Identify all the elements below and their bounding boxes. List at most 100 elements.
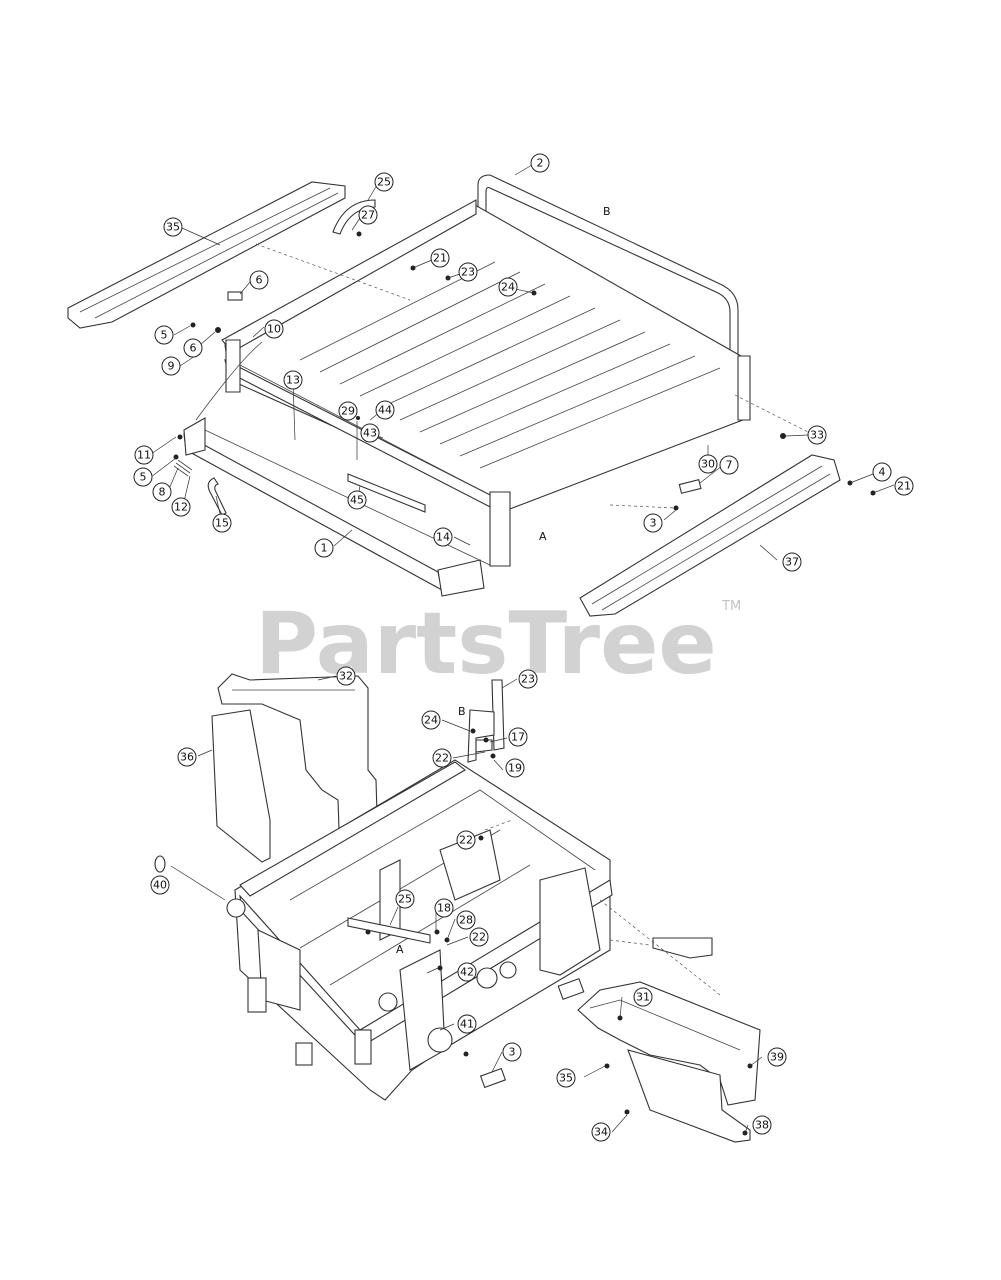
callout-29: 29	[338, 401, 358, 421]
cable	[195, 341, 263, 421]
callout-23: 23	[458, 262, 478, 282]
callout-25: 25	[395, 889, 415, 909]
reference-letter-a-frame: A	[396, 943, 404, 956]
callout-35: 35	[163, 217, 183, 237]
right-mud-flap	[627, 1049, 751, 1143]
chassis-frame	[226, 759, 713, 1101]
callout-38: 38	[752, 1115, 772, 1135]
latch-plate	[227, 291, 243, 301]
callout-6: 6	[249, 270, 269, 290]
cap	[154, 855, 166, 873]
callout-24: 24	[498, 277, 518, 297]
svg-text:5: 5	[140, 471, 147, 484]
callout-31: 31	[633, 987, 653, 1007]
svg-text:40: 40	[153, 879, 167, 892]
hardware-dots	[173, 231, 876, 511]
svg-text:38: 38	[755, 1119, 769, 1132]
callout-40: 40	[150, 875, 170, 895]
svg-text:23: 23	[461, 266, 475, 279]
callout-3: 3	[502, 1042, 522, 1062]
cylinder	[347, 917, 431, 944]
callout-45: 45	[347, 490, 367, 510]
svg-text:21: 21	[433, 252, 447, 265]
svg-text:42: 42	[460, 966, 474, 979]
callout-1: 1	[314, 538, 334, 558]
callout-25: 25	[374, 172, 394, 192]
svg-text:28: 28	[459, 914, 473, 927]
callout-14: 14	[433, 527, 453, 547]
svg-text:31: 31	[636, 991, 650, 1004]
callout-5: 5	[133, 467, 153, 487]
svg-text:23: 23	[521, 673, 535, 686]
spring	[173, 459, 193, 477]
svg-text:15: 15	[215, 517, 229, 530]
svg-text:33: 33	[810, 429, 824, 442]
callout-5: 5	[154, 325, 174, 345]
svg-text:22: 22	[472, 931, 486, 944]
callout-22: 22	[456, 830, 476, 850]
callout-33: 33	[807, 425, 827, 445]
svg-text:29: 29	[341, 405, 355, 418]
svg-text:13: 13	[286, 374, 300, 387]
callout-15: 15	[212, 513, 232, 533]
cross-brace	[347, 473, 426, 513]
svg-text:27: 27	[361, 209, 375, 222]
reference-letter-b: B	[603, 205, 611, 218]
svg-text:36: 36	[180, 751, 194, 764]
callout-23: 23	[518, 669, 538, 689]
callout-9: 9	[161, 356, 181, 376]
callout-36: 36	[177, 747, 197, 767]
right-side-trim	[579, 454, 841, 617]
svg-text:24: 24	[501, 281, 515, 294]
svg-text:24: 24	[424, 714, 438, 727]
svg-text:14: 14	[436, 531, 450, 544]
callout-6: 6	[183, 338, 203, 358]
callout-37: 37	[782, 552, 802, 572]
svg-text:6: 6	[256, 274, 263, 287]
watermark-trademark: TM	[721, 599, 741, 614]
svg-text:19: 19	[508, 762, 522, 775]
svg-text:22: 22	[435, 752, 449, 765]
svg-text:34: 34	[594, 1126, 608, 1139]
callout-2: 2	[530, 153, 550, 173]
callout-30: 30	[698, 454, 718, 474]
callout-39: 39	[767, 1047, 787, 1067]
left-mud-flap	[211, 709, 271, 863]
svg-text:1: 1	[321, 542, 328, 555]
svg-text:4: 4	[879, 466, 886, 479]
chassis-brackets	[247, 977, 585, 1089]
callout-28: 28	[456, 910, 476, 930]
svg-text:37: 37	[785, 556, 799, 569]
svg-text:45: 45	[350, 494, 364, 507]
svg-text:9: 9	[168, 360, 175, 373]
callout-3: 3	[643, 513, 663, 533]
svg-text:39: 39	[770, 1051, 784, 1064]
callout-27: 27	[358, 205, 378, 225]
callout-10: 10	[264, 319, 284, 339]
reference-letter-a: A	[539, 530, 547, 543]
svg-text:43: 43	[363, 427, 377, 440]
svg-text:3: 3	[650, 517, 657, 530]
svg-text:17: 17	[511, 731, 525, 744]
leader-lines-lower	[170, 675, 763, 1134]
callout-11: 11	[134, 445, 154, 465]
callout-4: 4	[872, 462, 892, 482]
left-side-trim	[67, 181, 346, 329]
callout-21: 21	[430, 248, 450, 268]
hardware-dots-lower	[365, 728, 753, 1136]
hook	[207, 477, 227, 516]
svg-text:2: 2	[537, 157, 544, 170]
svg-text:32: 32	[339, 670, 353, 683]
callout-7: 7	[719, 455, 739, 475]
bracket-7	[678, 479, 702, 494]
svg-text:3: 3	[509, 1046, 516, 1059]
callout-8: 8	[152, 482, 172, 502]
callout-41: 41	[457, 1014, 477, 1034]
callout-18: 18	[434, 898, 454, 918]
svg-text:6: 6	[190, 342, 197, 355]
svg-text:21: 21	[897, 480, 911, 493]
reference-letter-b-bracket: B	[458, 705, 466, 718]
svg-text:35: 35	[559, 1072, 573, 1085]
callout-43: 43	[360, 423, 380, 443]
